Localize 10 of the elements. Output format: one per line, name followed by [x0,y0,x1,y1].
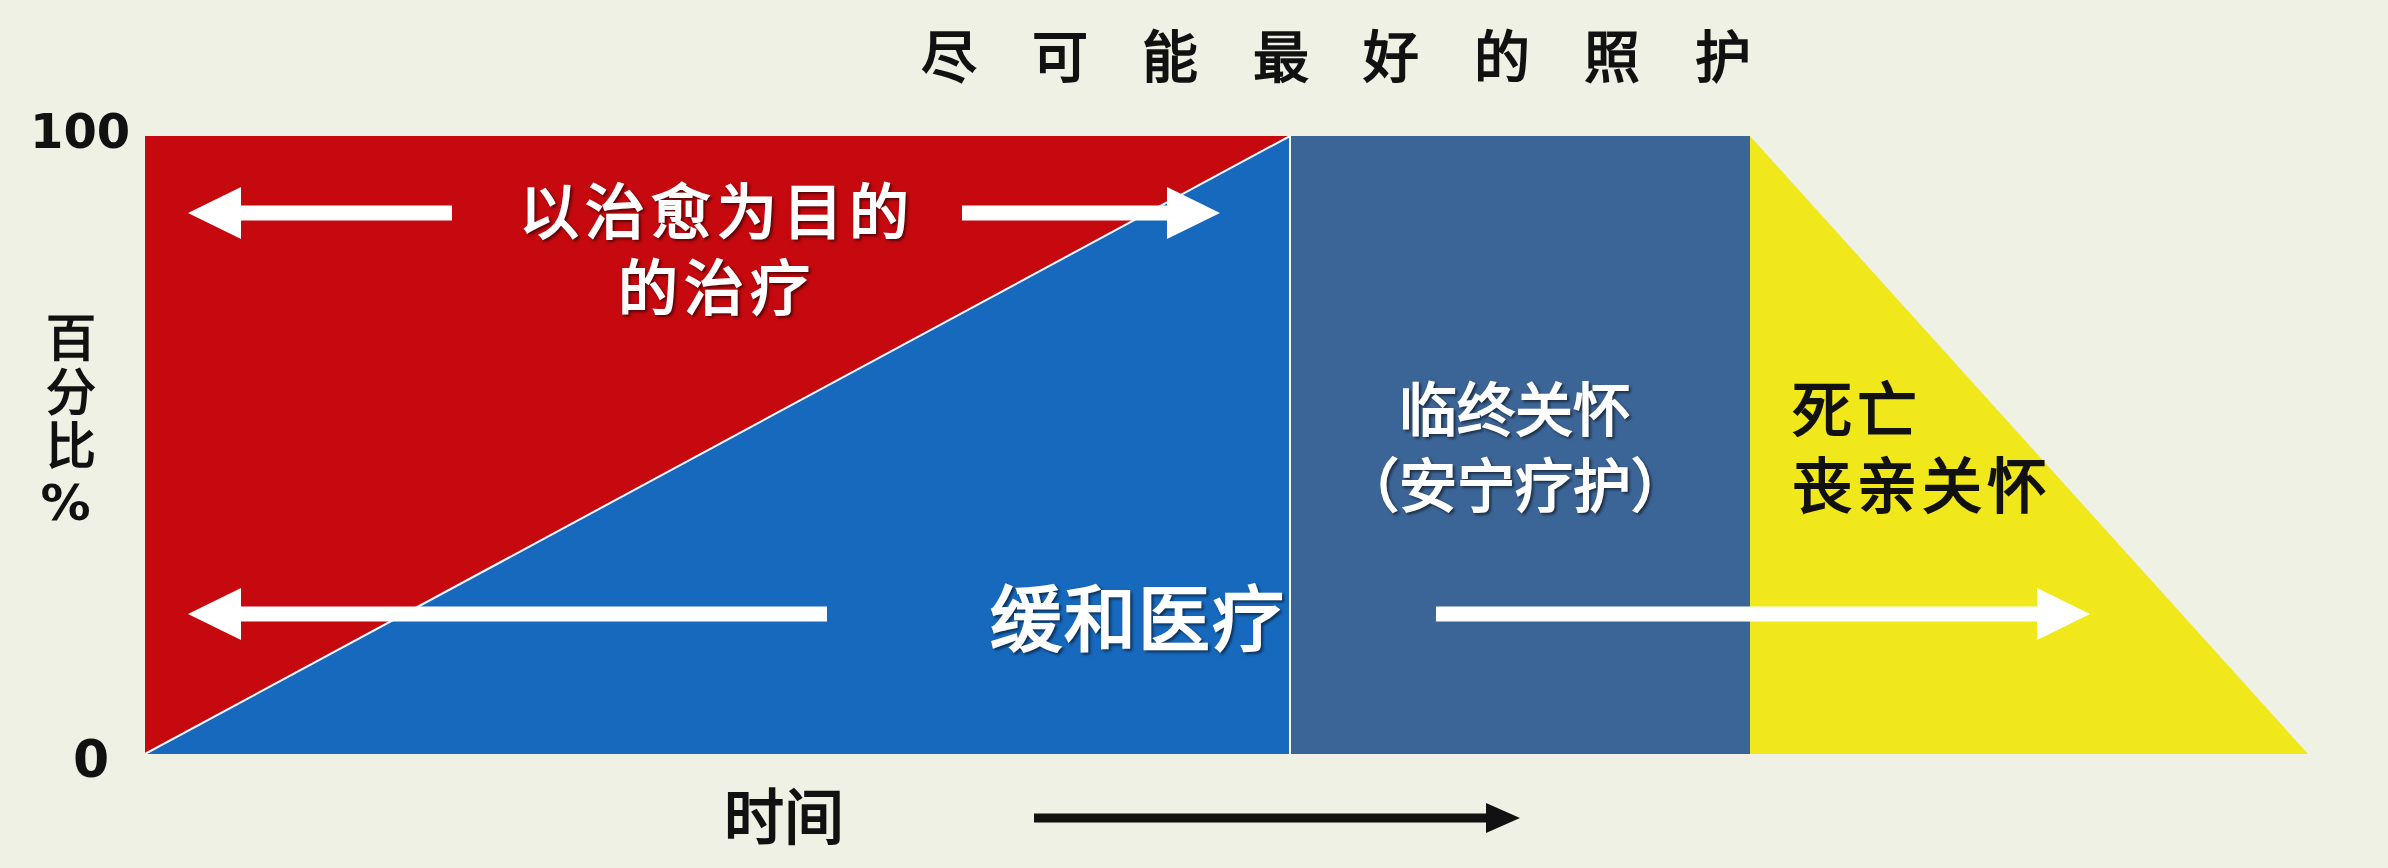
axis-tick-label: 0 [71,730,111,790]
axis-title: 百分比% [36,312,94,536]
stage-label: 死亡 [1792,375,1923,448]
stage-label: 以治愈为目的的治疗 [513,175,921,327]
stage-label: 缓和医疗 [990,574,1286,666]
axis-title: 时间 [723,784,845,853]
axis-tick-label: 100 [30,104,130,160]
title: 尽可能最好的照护 [921,24,1751,92]
stage-label: 丧亲关怀 [1792,451,2053,524]
stage-label: 临终关怀（安宁疗护） [1337,373,1693,525]
